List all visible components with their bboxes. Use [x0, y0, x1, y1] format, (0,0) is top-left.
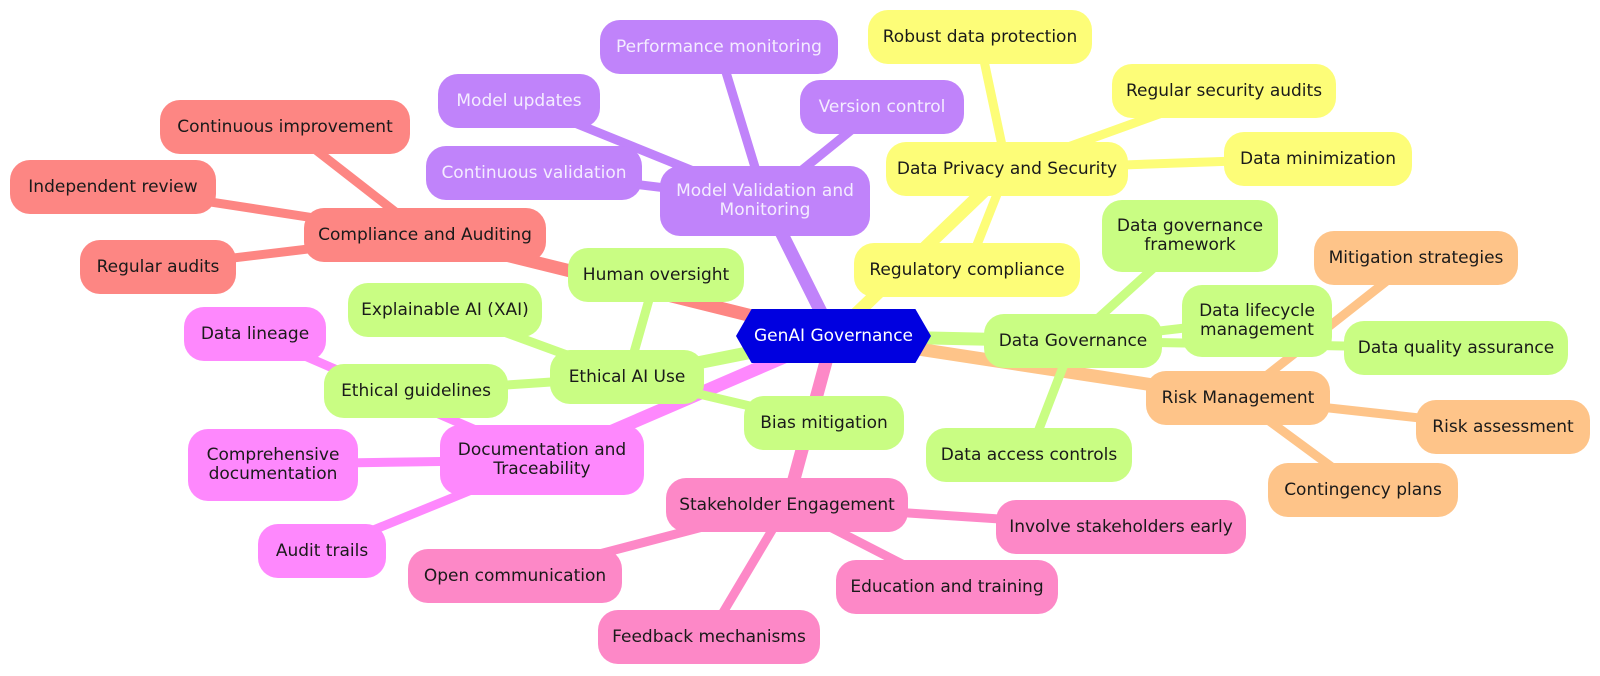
branch-data-governance[interactable]: Data Governance	[984, 314, 1162, 368]
leaf-model-updates[interactable]: Model updates	[438, 74, 600, 128]
leaf-version-control[interactable]: Version control	[800, 80, 964, 134]
leaf-mitigation-strategies[interactable]: Mitigation strategies	[1314, 231, 1518, 285]
branch-model-validation[interactable]: Model Validation and Monitoring	[660, 166, 870, 236]
leaf-performance-monitoring[interactable]: Performance monitoring	[600, 20, 838, 74]
leaf-contingency-plans[interactable]: Contingency plans	[1268, 463, 1458, 517]
leaf-robust-data-protection[interactable]: Robust data protection	[868, 10, 1092, 64]
branch-stakeholder-engagement[interactable]: Stakeholder Engagement	[666, 478, 908, 532]
leaf-ethical-guidelines[interactable]: Ethical guidelines	[324, 364, 508, 418]
leaf-continuous-validation[interactable]: Continuous validation	[426, 146, 642, 200]
branch-documentation-traceability[interactable]: Documentation and Traceability	[440, 425, 644, 495]
leaf-human-oversight[interactable]: Human oversight	[568, 248, 744, 302]
leaf-data-minimization[interactable]: Data minimization	[1224, 132, 1412, 186]
leaf-data-lifecycle-management[interactable]: Data lifecycle management	[1182, 285, 1332, 357]
leaf-feedback-mechanisms[interactable]: Feedback mechanisms	[598, 610, 820, 664]
leaf-regulatory-compliance[interactable]: Regulatory compliance	[854, 243, 1080, 297]
branch-data-privacy[interactable]: Data Privacy and Security	[886, 142, 1128, 196]
leaf-risk-assessment[interactable]: Risk assessment	[1416, 400, 1590, 454]
branch-ethical-ai-use[interactable]: Ethical AI Use	[550, 350, 704, 404]
root-node[interactable]: GenAI Governance	[736, 309, 931, 363]
branch-compliance-auditing[interactable]: Compliance and Auditing	[304, 208, 546, 262]
leaf-independent-review[interactable]: Independent review	[10, 160, 216, 214]
root-label: GenAI Governance	[753, 326, 913, 346]
leaf-comprehensive-documentation[interactable]: Comprehensive documentation	[188, 429, 358, 501]
leaf-involve-stakeholders-early[interactable]: Involve stakeholders early	[996, 500, 1246, 554]
branch-risk-management[interactable]: Risk Management	[1146, 371, 1330, 425]
leaf-data-governance-framework[interactable]: Data governance framework	[1102, 200, 1278, 272]
leaf-regular-audits[interactable]: Regular audits	[80, 240, 236, 294]
leaf-audit-trails[interactable]: Audit trails	[258, 524, 386, 578]
leaf-education-and-training[interactable]: Education and training	[836, 560, 1058, 614]
leaf-regular-security-audits[interactable]: Regular security audits	[1112, 64, 1336, 118]
leaf-explainable-ai[interactable]: Explainable AI (XAI)	[348, 283, 542, 337]
leaf-bias-mitigation[interactable]: Bias mitigation	[744, 396, 904, 450]
leaf-data-quality-assurance[interactable]: Data quality assurance	[1344, 321, 1568, 375]
leaf-data-lineage[interactable]: Data lineage	[184, 307, 326, 361]
leaf-open-communication[interactable]: Open communication	[408, 549, 622, 603]
leaf-data-access-controls[interactable]: Data access controls	[926, 428, 1132, 482]
leaf-continuous-improvement[interactable]: Continuous improvement	[160, 100, 410, 154]
